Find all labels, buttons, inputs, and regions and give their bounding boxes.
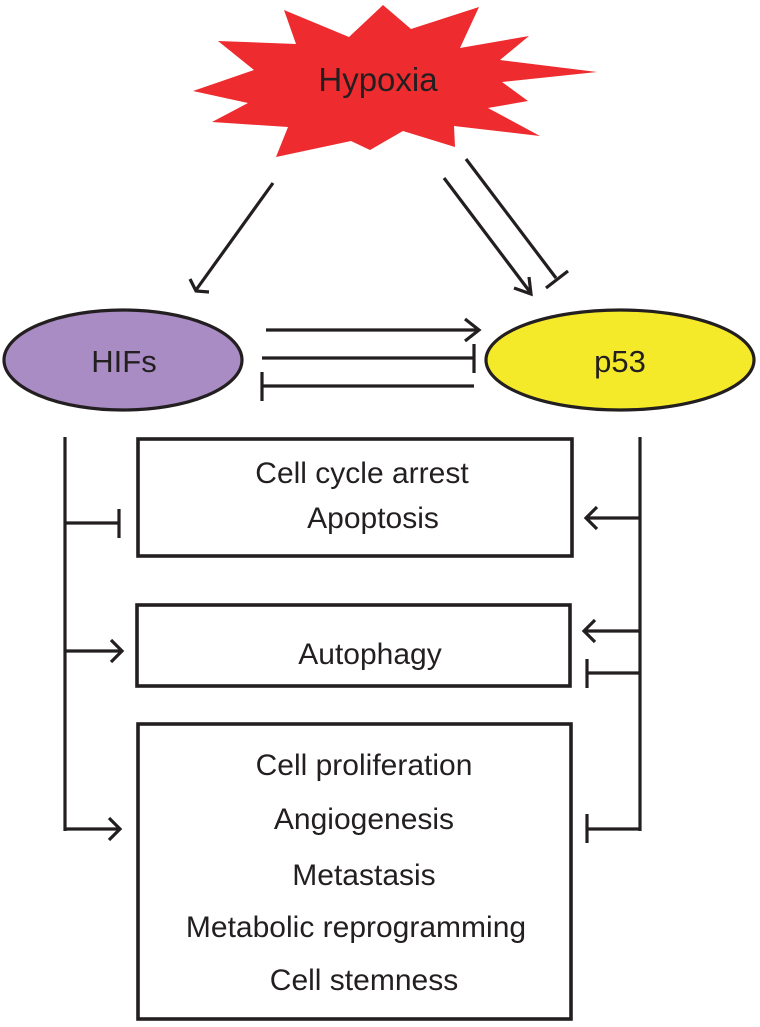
edge-p53-to-box3-inhibition (585, 814, 640, 843)
edge-hypoxia-to-hifs (188, 182, 275, 294)
box-3-line-2: Angiogenesis (274, 803, 454, 836)
box-autophagy: Autophagy (135, 603, 572, 688)
connector-line (464, 158, 558, 279)
hypoxia-node: Hypoxia (193, 5, 597, 157)
hifs-node: HIFs (2, 308, 244, 412)
hifs-ellipse (2, 308, 244, 412)
hifs-label: HIFs (91, 344, 156, 379)
arrowhead-icon (513, 276, 533, 297)
edge-hypoxia-to-p53-inhibition (464, 158, 569, 290)
box-2-line-1: Autophagy (298, 638, 441, 671)
arrowhead-icon (188, 278, 210, 294)
edge-p53-to-box2-activation (581, 618, 640, 644)
connector-line (442, 177, 532, 293)
arrowhead-icon (581, 618, 597, 644)
box-3-line-5: Cell stemness (270, 964, 458, 997)
box-3-line-1: Cell proliferation (256, 749, 473, 782)
edge-hifs-to-box1-inhibition (65, 509, 121, 538)
connector-line (194, 182, 275, 291)
edge-hifs-to-box2-activation (65, 638, 125, 664)
hypoxia-starburst-shape (193, 5, 597, 157)
p53-ellipse (484, 308, 756, 412)
box-3-line-4: Metabolic reprogramming (186, 911, 526, 944)
arrowhead-icon (109, 638, 125, 664)
box-1-line-2: Apoptosis (307, 502, 439, 535)
box-1-line-1: Cell cycle arrest (255, 457, 469, 490)
box-proliferation-group: Cell proliferation Angiogenesis Metastas… (136, 722, 573, 1021)
box-cell-cycle-apoptosis: Cell cycle arrest Apoptosis (136, 437, 574, 558)
arrowhead-icon (583, 505, 599, 531)
hypoxia-label: Hypoxia (318, 61, 438, 98)
edge-hifs-to-p53-inhibition (262, 344, 476, 373)
edge-hypoxia-to-p53-activation (442, 177, 533, 297)
box-3-line-3: Metastasis (292, 859, 435, 892)
p53-node: p53 (484, 308, 756, 412)
box-1-frame (136, 437, 574, 558)
edge-hifs-to-box3-activation (65, 816, 123, 842)
edge-p53-to-hifs-inhibition (260, 372, 474, 401)
box-3-frame (136, 722, 573, 1021)
p53-label: p53 (594, 344, 646, 379)
inhibition-bar-icon (545, 269, 569, 290)
edge-p53-to-box2-inhibition (585, 659, 640, 688)
arrowhead-icon (107, 816, 123, 842)
edge-p53-to-box1-activation (583, 505, 640, 531)
arrowhead-icon (464, 317, 482, 343)
box-2-frame (135, 603, 572, 688)
edge-hifs-to-p53-activation (266, 317, 482, 343)
